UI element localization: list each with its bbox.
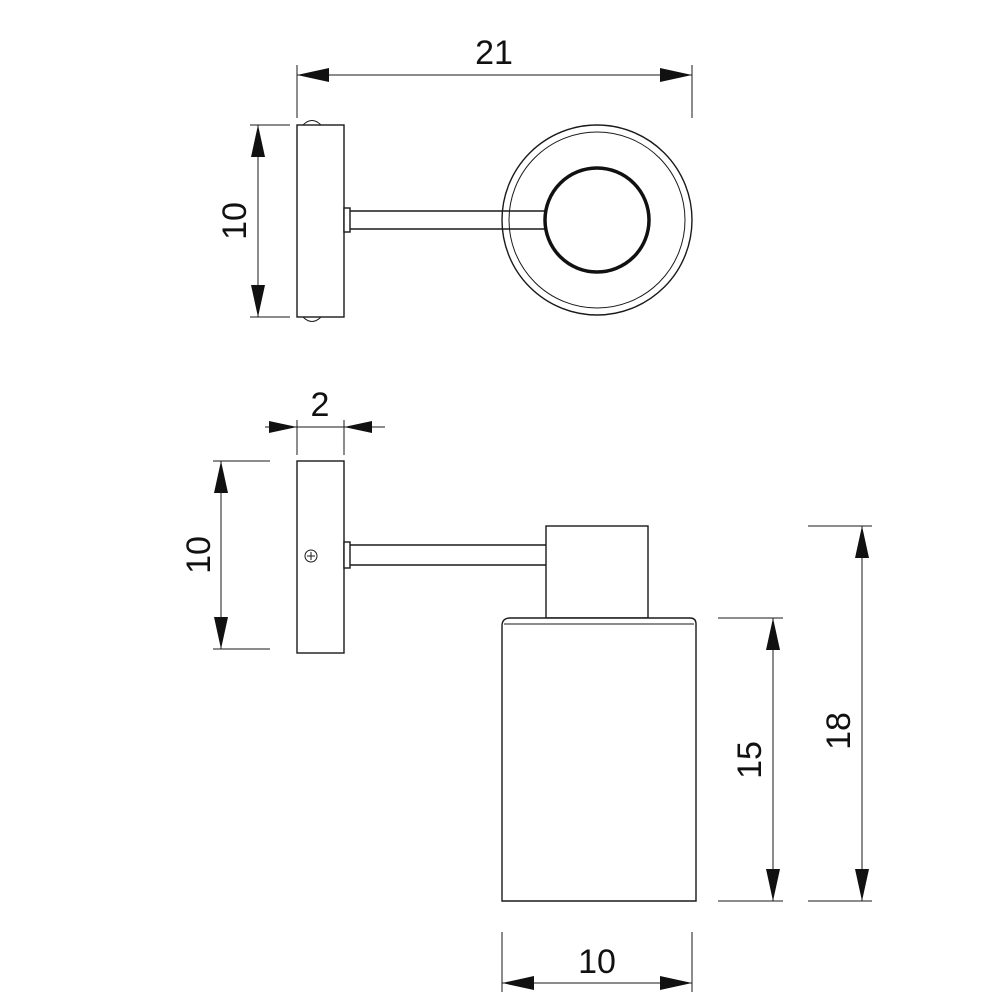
top-view-socket: [543, 166, 651, 274]
dimension-base-depth: 2: [265, 386, 385, 455]
top-view-plate-cap-bottom: [302, 316, 322, 322]
screw-icon: [304, 549, 318, 563]
top-view-wall-plate: [296, 124, 345, 318]
dimension-top-width: 21: [296, 34, 693, 118]
top-view-shade-outer-rim: [501, 124, 693, 316]
top-view-arm-joint: [343, 207, 351, 233]
dimension-shade-height-label: 15: [731, 741, 769, 779]
side-view-socket-holder: [545, 525, 649, 619]
dimension-total-height: 18: [808, 525, 872, 902]
dimension-base-depth-label: 2: [311, 386, 330, 424]
top-view-shade-inner-rim: [508, 131, 686, 309]
dimension-shade-width: 10: [501, 932, 693, 992]
dimension-top-height-label: 10: [216, 202, 254, 240]
side-view-wall-plate: [296, 460, 345, 654]
side-view-shade: [501, 617, 697, 902]
dimension-total-height-label: 18: [820, 712, 858, 750]
dimension-top-height: 10: [216, 124, 290, 318]
dimension-shade-height: 15: [718, 617, 783, 902]
dimension-shade-width-label: 10: [578, 943, 616, 981]
side-view: [296, 460, 697, 902]
dimension-top-width-label: 21: [475, 34, 513, 72]
top-view-plate-cap-top: [302, 120, 322, 126]
dimension-side-height-label: 10: [180, 536, 218, 574]
dimension-side-height: 10: [180, 460, 270, 650]
side-view-arm-joint: [343, 541, 351, 569]
top-view: [296, 120, 693, 322]
